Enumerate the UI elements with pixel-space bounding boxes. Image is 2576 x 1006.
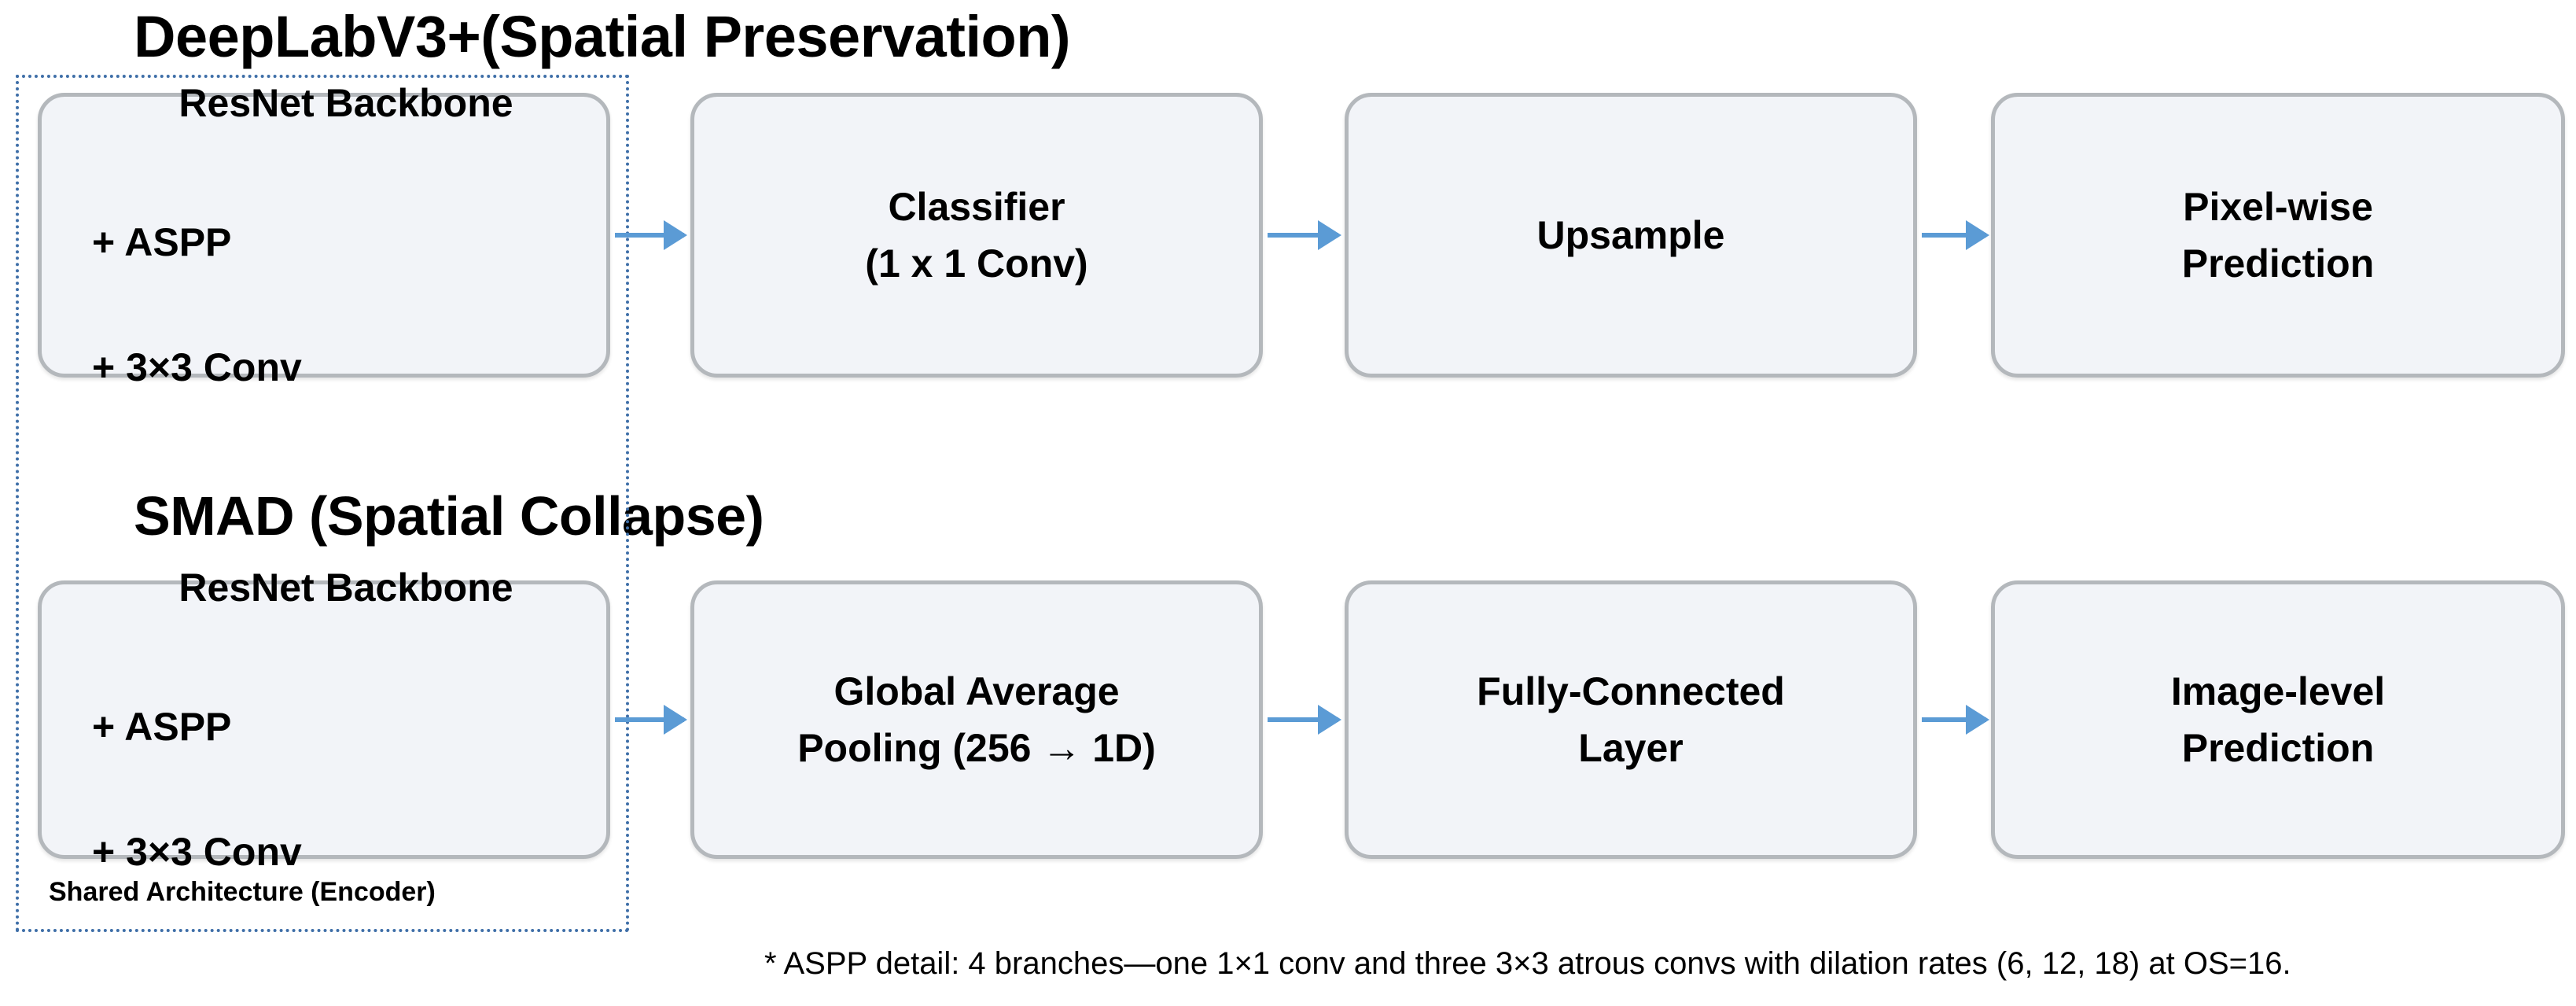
node-encoder-bottom: ResNet Backbone + ASPP + 3×3 Conv: [38, 566, 610, 874]
node-global-average-pooling: Global Average Pooling (256 → 1D): [690, 580, 1263, 859]
node-encoder-bottom-head: ResNet Backbone: [178, 565, 513, 610]
node-global-average-pooling-text: Global Average Pooling (256 → 1D): [797, 669, 1156, 771]
node-image-level-prediction-text: Image-level Prediction: [2170, 669, 2386, 771]
node-classifier-text: Classifier (1 x 1 Conv): [865, 184, 1088, 286]
arrow-encoder-to-classifier: [615, 233, 684, 238]
node-encoder-bottom-line-2: + 3×3 Conv: [92, 829, 302, 874]
arrow-classifier-to-upsample: [1268, 233, 1338, 238]
node-encoder-top-line-2: + 3×3 Conv: [92, 345, 302, 389]
node-encoder-top-line-1: + ASPP: [92, 219, 232, 264]
node-classifier: Classifier (1 x 1 Conv): [690, 93, 1263, 378]
shared-architecture-label: Shared Architecture (Encoder): [49, 877, 436, 907]
shared-architecture-region: [16, 75, 629, 932]
node-fully-connected-layer-text: Fully-Connected Layer: [1477, 669, 1785, 771]
node-encoder-bottom-text: ResNet Backbone + ASPP + 3×3 Conv: [56, 502, 592, 938]
node-encoder-top-head: ResNet Backbone: [178, 80, 513, 125]
node-encoder-bottom-line-1: + ASPP: [92, 704, 232, 749]
arrow-upsample-to-pixelwise: [1922, 233, 1986, 238]
smad-section-title: SMAD (Spatial Collapse): [134, 485, 764, 547]
node-upsample: Upsample: [1345, 93, 1917, 378]
aspp-footnote: * ASPP detail: 4 branches—one 1×1 conv a…: [764, 946, 2291, 981]
deeplab-section-title: DeepLabV3+(Spatial Preservation): [134, 4, 1071, 69]
node-fully-connected-layer: Fully-Connected Layer: [1345, 580, 1917, 859]
node-upsample-text: Upsample: [1536, 212, 1725, 257]
node-pixelwise-prediction: Pixel-wise Prediction: [1991, 93, 2565, 378]
node-image-level-prediction: Image-level Prediction: [1991, 580, 2565, 859]
arrow-gap-to-fc: [1268, 717, 1338, 722]
arrow-fc-to-image-level: [1922, 717, 1986, 722]
node-pixelwise-prediction-text: Pixel-wise Prediction: [2181, 184, 2375, 286]
node-encoder-top: ResNet Backbone + ASPP + 3×3 Conv: [38, 81, 610, 389]
node-encoder-top-text: ResNet Backbone + ASPP + 3×3 Conv: [56, 17, 592, 453]
arrow-encoder-to-gap: [615, 717, 684, 722]
